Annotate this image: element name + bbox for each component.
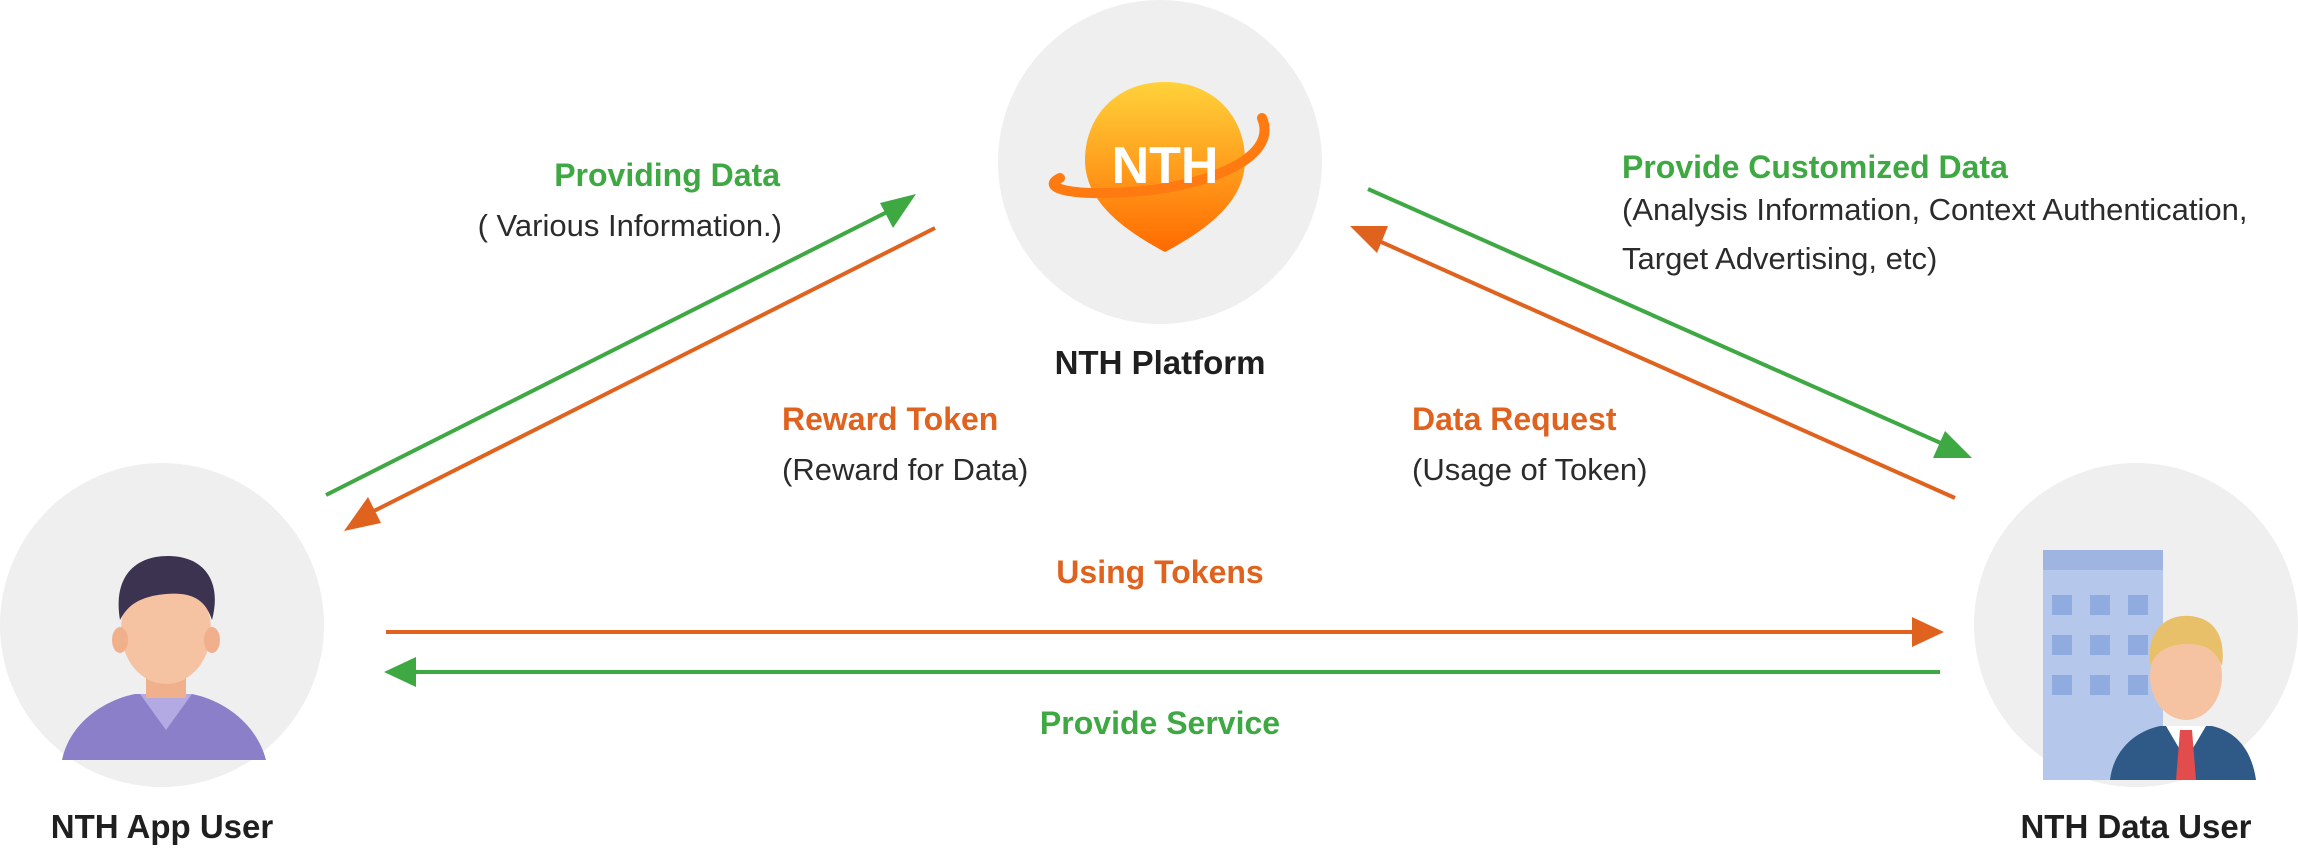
data-request-detail: (Usage of Token) [1412, 452, 1648, 487]
platform-label: NTH Platform [1055, 344, 1266, 381]
customized-data-detail-2: Target Advertising, etc) [1622, 241, 1937, 276]
data-request-title: Data Request [1412, 401, 1617, 437]
app-user-node: NTH App User [0, 463, 324, 845]
person-icon [62, 555, 266, 760]
platform-node: NTH NTH Platform [998, 0, 1322, 381]
customized-data-detail-1: (Analysis Information, Context Authentic… [1622, 192, 2248, 227]
arrow-customized-data [1367, 187, 1972, 458]
arrow-reward-token [344, 226, 936, 531]
reward-token-detail: (Reward for Data) [782, 452, 1028, 487]
nth-logo-icon: NTH [1048, 82, 1270, 252]
providing-data-detail: ( Various Information.) [478, 208, 782, 243]
using-tokens-title: Using Tokens [1056, 554, 1263, 590]
providing-data-title: Providing Data [554, 157, 780, 193]
data-user-node: NTH Data User [1974, 463, 2298, 845]
businessman-building-icon [2043, 550, 2256, 780]
provide-service-title: Provide Service [1040, 705, 1280, 741]
arrow-provide-service [384, 657, 1940, 687]
data-user-label: NTH Data User [2020, 808, 2251, 845]
app-user-label: NTH App User [51, 808, 274, 845]
reward-token-title: Reward Token [782, 401, 998, 437]
arrow-providing-data [325, 194, 916, 497]
logo-text: NTH [1112, 137, 1219, 195]
arrow-using-tokens [386, 617, 1944, 647]
customized-data-title: Provide Customized Data [1622, 149, 2008, 185]
arrow-data-request [1350, 226, 1956, 500]
